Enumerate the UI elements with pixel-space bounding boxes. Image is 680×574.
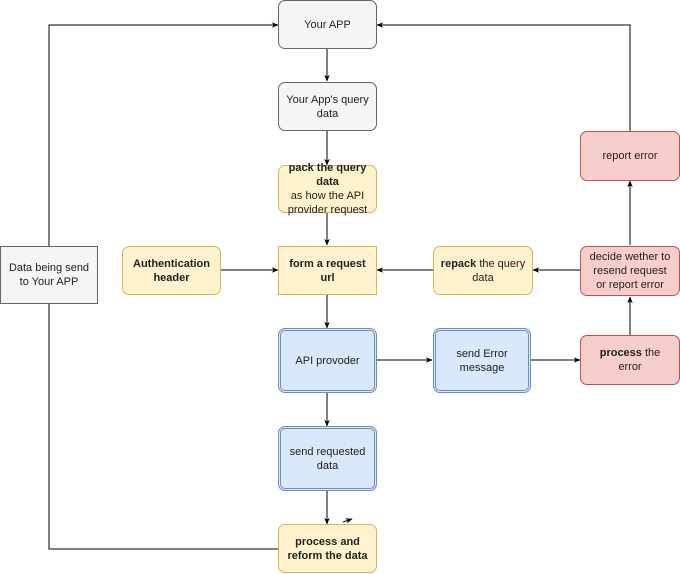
node-your-app-text: Your APP	[304, 18, 351, 31]
node-process-error-bold: process	[599, 347, 642, 359]
node-api-provider[interactable]: API provoder	[278, 328, 377, 393]
node-pack-query-bold: pack the query data	[288, 162, 367, 188]
edge-stub-arrow	[342, 518, 353, 524]
node-data-send[interactable]: Data being send to Your APP	[0, 246, 98, 304]
node-send-data[interactable]: send requested data	[278, 426, 377, 491]
node-process-error-text: the error	[618, 347, 661, 373]
node-form-url-bold: form a request url	[289, 257, 366, 284]
node-your-app[interactable]: Your APP	[278, 0, 377, 49]
node-decide[interactable]: decide wether to resend request or repor…	[580, 246, 680, 296]
node-process-reform[interactable]: process and reform the data	[278, 524, 377, 573]
node-report-error[interactable]: report error	[580, 131, 680, 181]
node-data-send-text: Data being send to Your APP	[8, 262, 90, 288]
node-send-data-text: send requested data	[289, 445, 366, 472]
edge-process-to-data-send	[48, 304, 278, 550]
node-repack-text: the query data	[472, 257, 526, 284]
node-api-provider-text: API provoder	[295, 354, 360, 367]
node-process-error[interactable]: process the error	[580, 335, 680, 385]
node-send-error[interactable]: send Error message	[433, 328, 531, 393]
node-send-error-text: send Error message	[456, 347, 508, 374]
node-auth-header-bold: Authentication header	[133, 257, 210, 284]
node-decide-text: decide wether to resend request or repor…	[589, 251, 671, 291]
node-query-data-text: Your App's query data	[286, 93, 369, 120]
node-repack[interactable]: repack the query data	[433, 246, 533, 295]
node-auth-header[interactable]: Authentication header	[122, 246, 221, 295]
node-query-data[interactable]: Your App's query data	[278, 82, 377, 131]
node-process-reform-bold: process and reform the data	[287, 535, 368, 562]
node-pack-query-text: as how the API provider request	[287, 190, 368, 216]
edge-data-send-to-app	[48, 22, 279, 246]
node-repack-bold: repack	[440, 257, 477, 270]
node-form-url[interactable]: form a request url	[278, 246, 377, 295]
edge-report-to-app	[376, 22, 631, 131]
node-report-error-text: report error	[602, 150, 658, 162]
